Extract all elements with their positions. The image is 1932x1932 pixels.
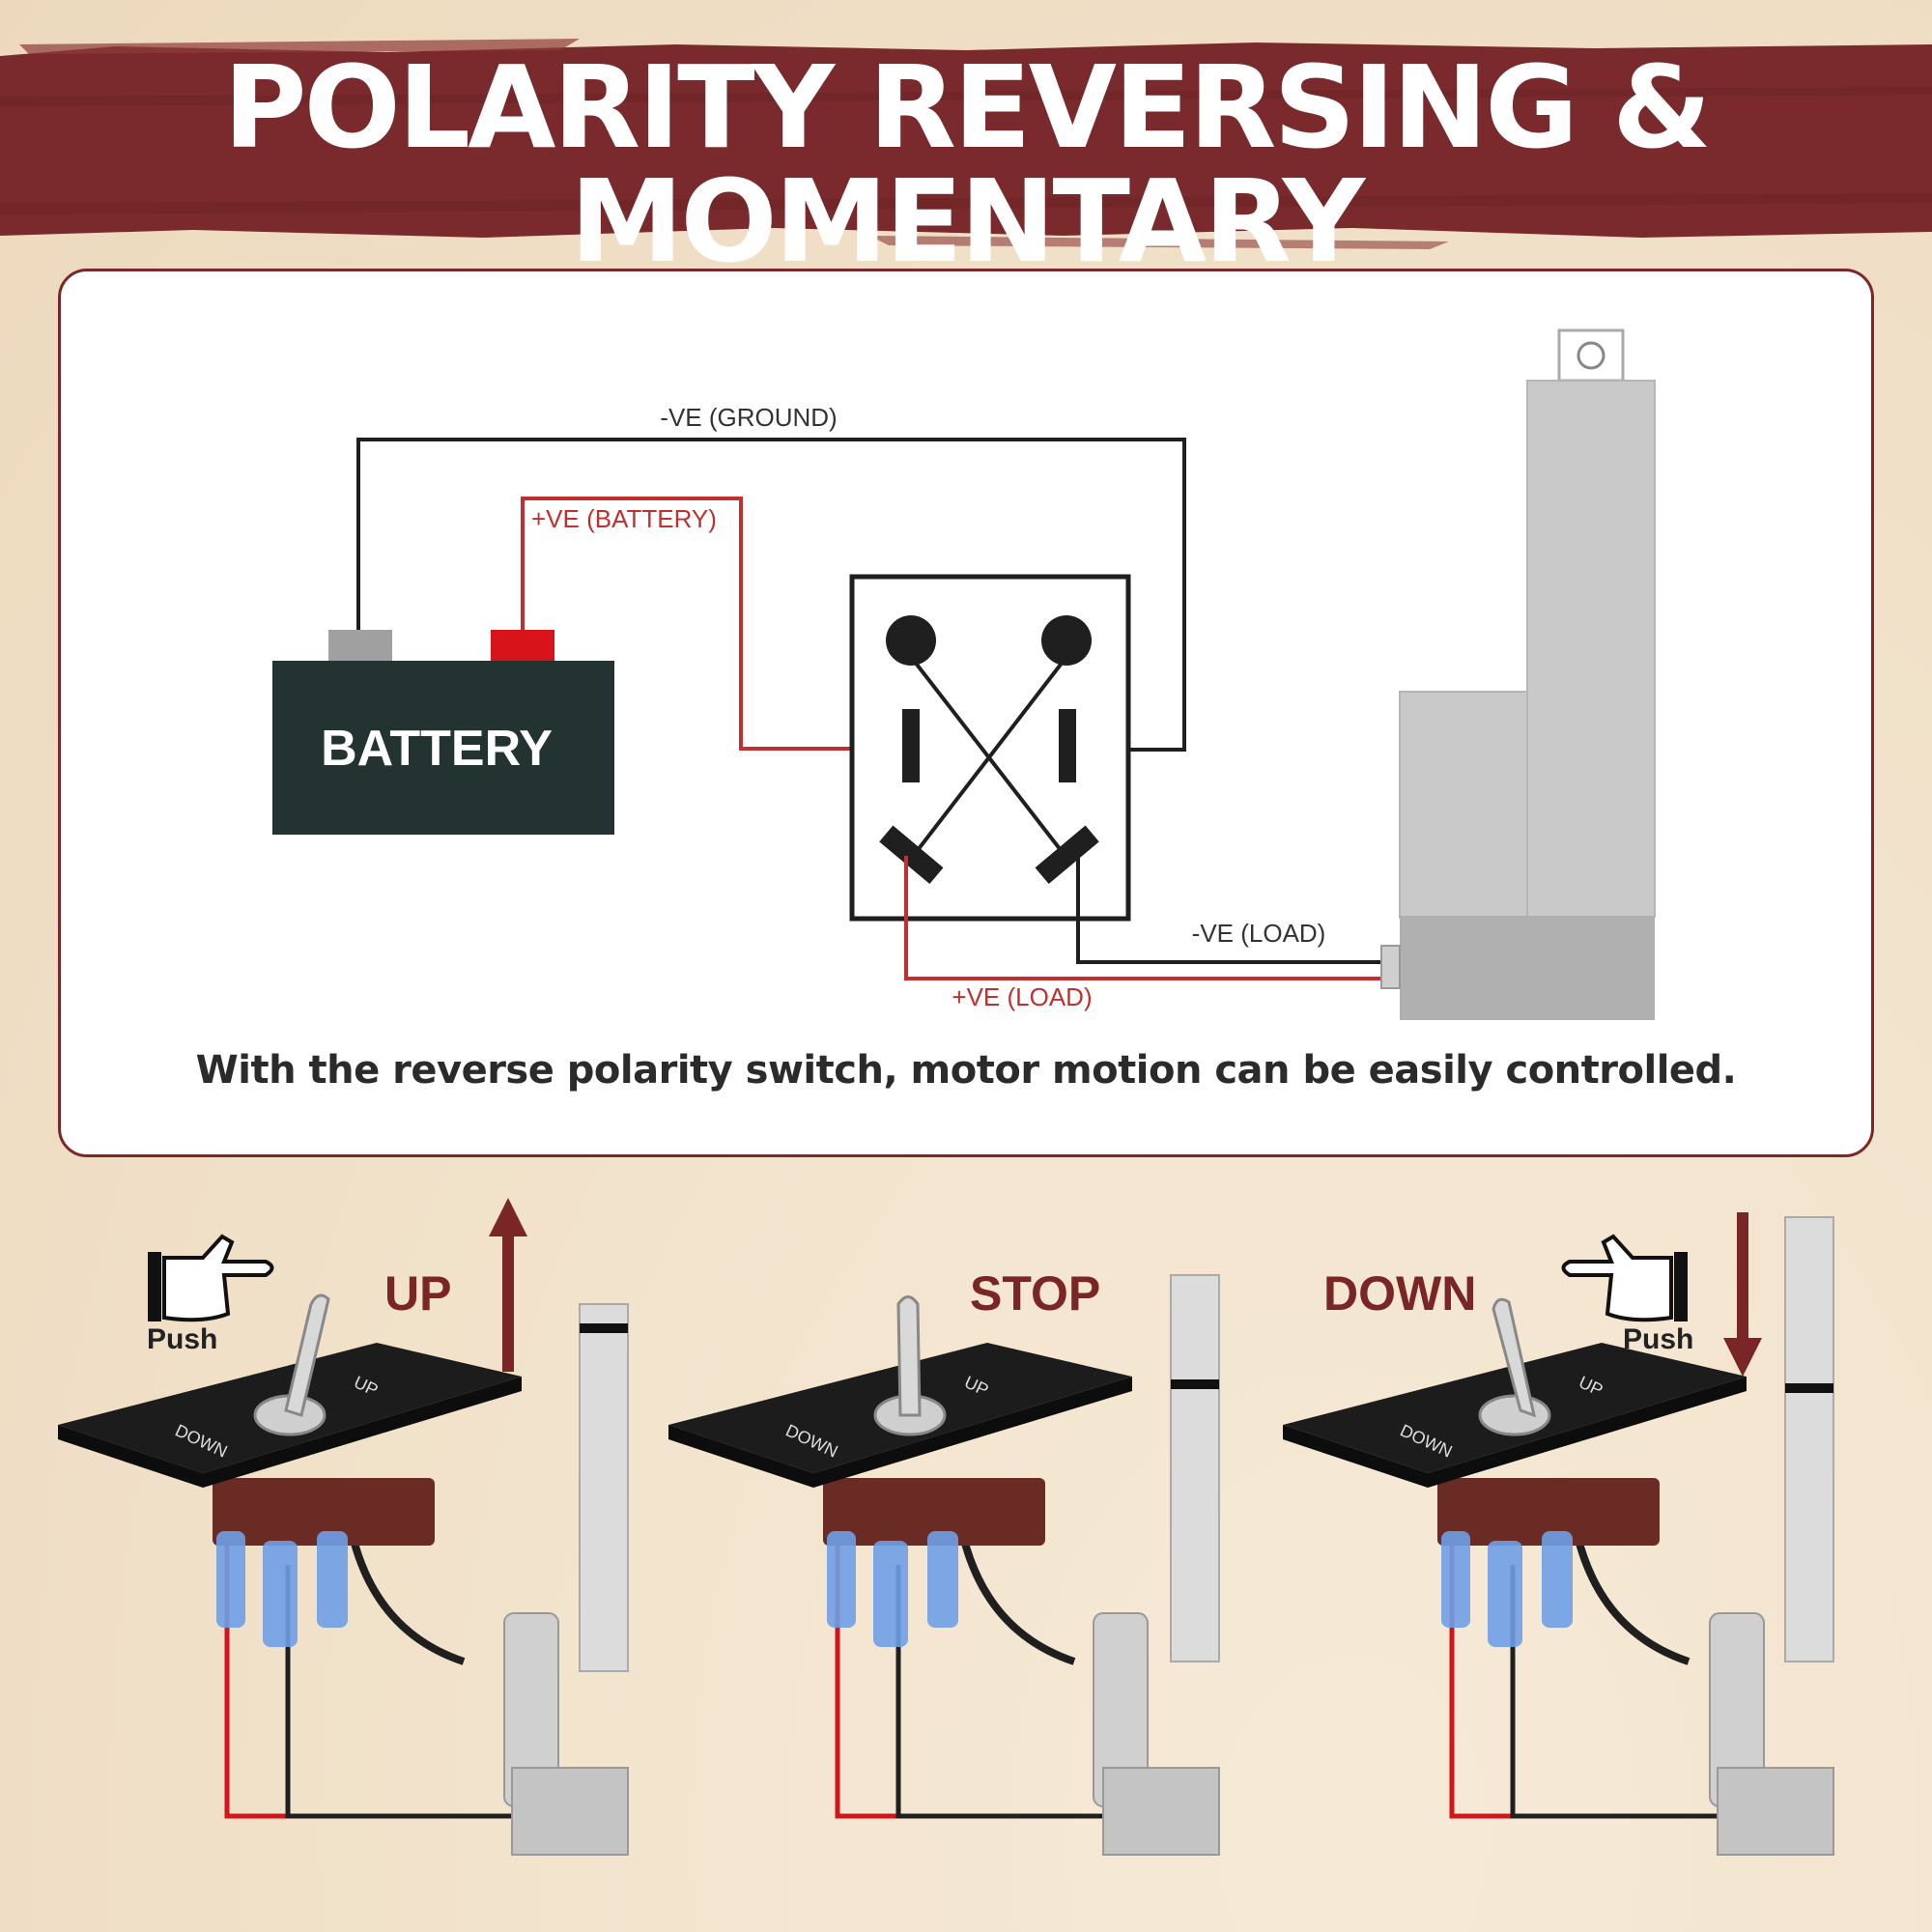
pointing-hand-icon xyxy=(1561,1234,1688,1322)
page-title: POLARITY REVERSING & MOMENTARY xyxy=(223,41,1712,288)
ground-wire xyxy=(356,438,1186,752)
wiring-diagram: -VE (GROUND) +VE (BATTERY) BATTERY -VE (… xyxy=(272,328,1656,1020)
pointing-hand-icon xyxy=(148,1234,274,1322)
terminal-1 xyxy=(1441,1531,1470,1628)
toggle-lever xyxy=(284,1293,330,1417)
switch-contact-bottom-left xyxy=(879,825,944,885)
load-positive-label: +VE (LOAD) xyxy=(952,982,1092,1011)
load-negative-wire xyxy=(1076,856,1381,964)
switch-illustration-up: DOWN UP xyxy=(58,1198,629,1856)
diagram-caption: With the reverse polarity switch, motor … xyxy=(195,1048,1737,1093)
load-negative-label: -VE (LOAD) xyxy=(1192,919,1326,948)
actuator-housing xyxy=(1717,1767,1834,1856)
toggle-nut xyxy=(1478,1394,1551,1436)
actuator-connector xyxy=(1380,945,1401,989)
switch-body xyxy=(213,1478,435,1546)
actuator-housing xyxy=(511,1767,629,1856)
actuator-rod xyxy=(1526,380,1656,918)
terminal-2 xyxy=(263,1541,298,1647)
terminal-1 xyxy=(216,1531,245,1628)
black-wire xyxy=(895,1565,1132,1819)
switch-body xyxy=(823,1478,1045,1546)
battery-label: BATTERY xyxy=(321,721,553,777)
toggle-lever xyxy=(1492,1297,1537,1418)
actuator-base xyxy=(1400,916,1655,1020)
actuator-rod xyxy=(1170,1274,1220,1662)
load-positive-wire xyxy=(904,856,1381,980)
switch-contact-bottom-right xyxy=(1035,825,1099,885)
switch-contact-mid-left xyxy=(902,709,920,782)
battery-negative-terminal xyxy=(328,630,392,661)
title-banner xyxy=(0,39,1932,251)
push-label: Push xyxy=(147,1323,218,1355)
panel-stop: DOWN UP STOP xyxy=(668,1198,1287,1874)
terminal-3 xyxy=(927,1531,958,1628)
switch-body xyxy=(1437,1478,1660,1546)
terminal-3 xyxy=(1542,1531,1573,1628)
terminal-1 xyxy=(827,1531,856,1628)
brush-stroke-background xyxy=(0,39,1932,249)
actuator-rod xyxy=(579,1303,629,1672)
state-label-stop: STOP xyxy=(970,1266,1101,1321)
battery-positive-label: +VE (BATTERY) xyxy=(531,504,717,533)
switch-contact-top-right xyxy=(1041,615,1092,666)
actuator-mount-hole xyxy=(1577,341,1605,370)
panel-down: DOWN UP DOWN Push xyxy=(1283,1198,1901,1874)
actuator-motor xyxy=(1399,691,1528,919)
ground-label: -VE (GROUND) xyxy=(660,403,837,432)
battery-positive-wire xyxy=(521,497,910,751)
terminal-2 xyxy=(1488,1541,1522,1647)
switch-cross-link-2 xyxy=(916,655,1068,852)
battery xyxy=(272,661,614,835)
battery-positive-terminal xyxy=(491,630,554,661)
black-wire xyxy=(1510,1565,1747,1819)
actuator-rod xyxy=(1784,1216,1834,1662)
switch-illustration-stop: DOWN UP xyxy=(668,1274,1220,1856)
switch-cross-link-1 xyxy=(909,655,1063,852)
black-wire xyxy=(285,1565,522,1819)
switch-illustration-down: DOWN UP xyxy=(1283,1212,1834,1856)
state-label-down: DOWN xyxy=(1323,1266,1477,1321)
push-label: Push xyxy=(1623,1323,1694,1355)
terminal-3 xyxy=(317,1531,348,1628)
switch-contact-top-left xyxy=(886,615,936,666)
switch-contact-mid-right xyxy=(1059,709,1076,782)
state-label-up: UP xyxy=(384,1266,452,1321)
panel-up: DOWN UP UP Push xyxy=(58,1198,676,1874)
actuator-housing xyxy=(1102,1767,1220,1856)
toggle-lever xyxy=(896,1295,922,1417)
terminal-2 xyxy=(873,1541,908,1647)
